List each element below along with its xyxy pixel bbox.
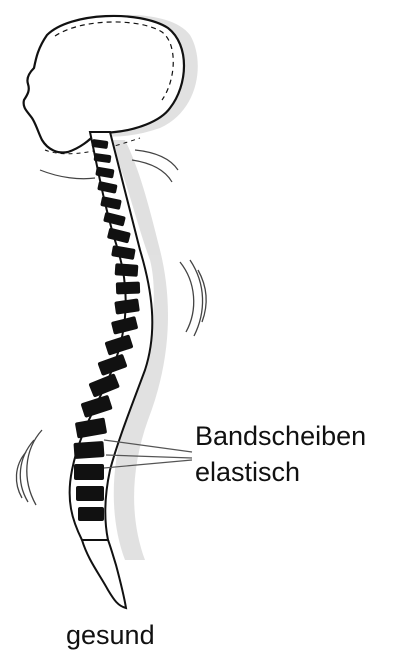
discs-label-line1: Bandscheiben bbox=[195, 421, 366, 451]
sacrum bbox=[82, 540, 126, 608]
caption-healthy: gesund bbox=[66, 620, 155, 650]
motion-lines-lower-back bbox=[16, 430, 42, 505]
motion-lines-mid-back bbox=[180, 260, 206, 336]
discs-label-line2: elastisch bbox=[195, 457, 300, 487]
